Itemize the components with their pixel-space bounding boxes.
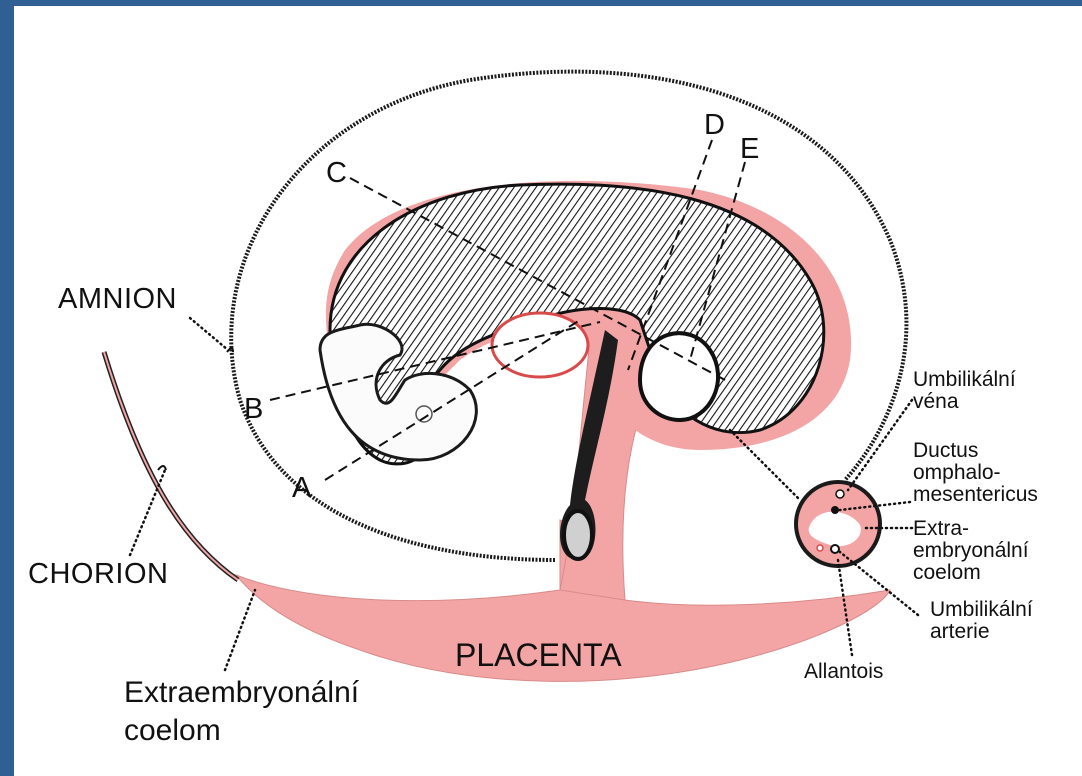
chorion-node [158, 466, 166, 470]
chorion-inner-line [104, 352, 238, 580]
label-extraembryonal-coelom-line1: Extraembryonální [124, 676, 360, 709]
label-ductus-line2: omphalo- [913, 461, 1001, 484]
cord-allantois [817, 545, 823, 551]
label-letter-e: E [740, 133, 760, 165]
label-letter-b: B [244, 393, 264, 425]
label-allantois: Allantois [804, 660, 883, 683]
yolk-sac-drop [564, 511, 592, 559]
label-placenta: PLACENTA [455, 637, 622, 673]
label-cord-coelom-line3: coelom [913, 561, 981, 584]
label-cord-coelom-line1: Extra- [913, 517, 969, 540]
label-amnion: AMNION [58, 283, 177, 315]
label-letter-d: D [704, 109, 725, 141]
label-umbilical-vein-line2: véna [913, 390, 959, 413]
umbilical-vein-leader [848, 400, 912, 490]
label-umbilical-artery-line2: arterie [930, 620, 990, 643]
amnion-leader [190, 318, 228, 350]
label-umbilical-artery-line1: Umbilikální [930, 598, 1033, 621]
chorion-membrane [104, 352, 238, 580]
label-extraembryonal-coelom-line2: coelom [124, 714, 221, 747]
label-umbilical-vein-line1: Umbilikální [913, 368, 1016, 391]
embryo-tail-curl [640, 333, 718, 420]
label-cord-coelom-line2: embryonální [913, 539, 1029, 562]
label-chorion: CHORION [28, 558, 168, 590]
chorion-leader [130, 470, 165, 555]
cord-ductus [831, 506, 839, 514]
cord-umbilical-artery [831, 545, 839, 553]
cord-umbilical-vein [836, 490, 844, 498]
coelom-leader [225, 590, 255, 670]
label-ductus-line1: Ductus [913, 439, 978, 462]
label-letter-a: A [292, 472, 312, 504]
label-letter-c: C [326, 157, 347, 189]
label-ductus-line3: mesentericus [913, 483, 1038, 506]
